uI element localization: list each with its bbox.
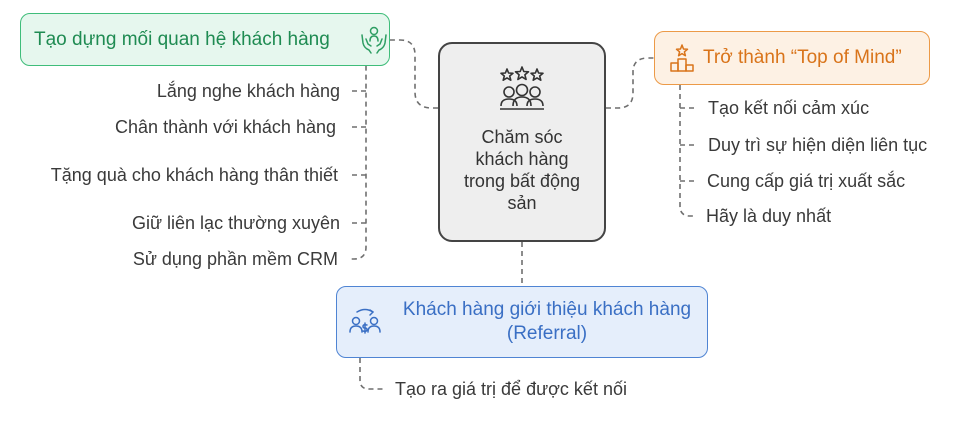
- left-spine: [348, 39, 390, 260]
- bottom-branch-box: Khách hàng giới thiệu khách hàng (Referr…: [336, 286, 708, 358]
- left-branch-box: Tạo dựng mối quan hệ khách hàng: [20, 13, 390, 66]
- center-box: Chăm sóc khách hàng trong bất động sản: [438, 42, 606, 242]
- right-branch-title: Trở thành “Top of Mind”: [703, 47, 902, 68]
- customers-stars-icon: [497, 66, 547, 112]
- left-item: Lắng nghe khách hàng: [156, 81, 340, 101]
- bottom-branch-title: Khách hàng giới thiệu khách hàng (Referr…: [387, 298, 707, 346]
- caring-hands-icon: [359, 25, 389, 55]
- left-item: Giữ liên lạc thường xuyên: [131, 213, 340, 233]
- right-item: Duy trì sự hiện diện liên tục: [708, 135, 928, 155]
- left-item: Tặng quà cho khách hàng thân thiết: [50, 165, 338, 185]
- connector-center-left: [390, 39, 438, 109]
- right-spine: [679, 85, 696, 217]
- right-item: Cung cấp giá trị xuất sắc: [707, 171, 906, 191]
- right-item: Hãy là duy nhất: [706, 206, 832, 226]
- bottom-branch-title-line2: (Referral): [506, 323, 588, 344]
- right-branch-box: Trở thành “Top of Mind”: [654, 31, 930, 85]
- referral-people-icon: [349, 307, 381, 337]
- left-item: Sử dụng phần mềm CRM: [132, 249, 338, 269]
- connector-center-right: [606, 57, 654, 109]
- bottom-item: Tạo ra giá trị để được kết nối: [395, 379, 627, 399]
- center-title: Chăm sóc khách hàng trong bất động sản: [463, 127, 581, 213]
- podium-star-icon: [669, 43, 695, 73]
- right-item: Tạo kết nối cảm xúc: [708, 98, 870, 118]
- bottom-spine: [359, 358, 383, 390]
- left-branch-title: Tạo dựng mối quan hệ khách hàng: [34, 28, 330, 50]
- left-item: Chân thành với khách hàng: [115, 117, 336, 137]
- bottom-branch-title-line1: Khách hàng giới thiệu khách hàng: [402, 299, 692, 320]
